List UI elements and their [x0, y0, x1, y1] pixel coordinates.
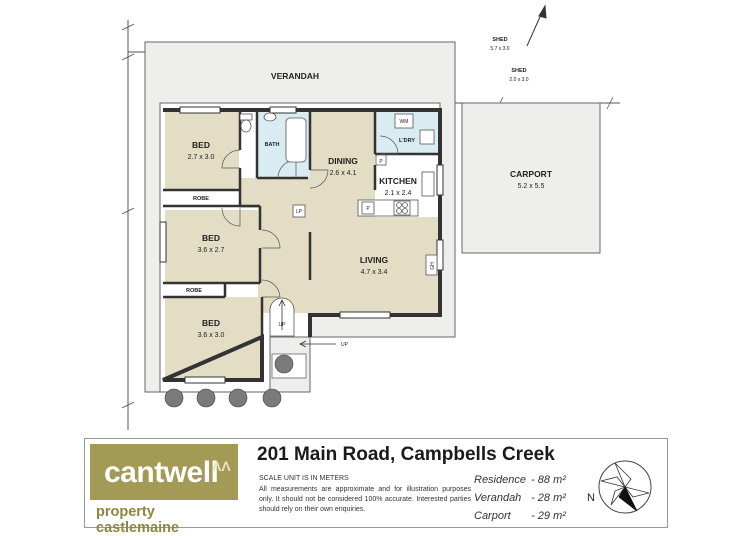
dining-floor — [310, 112, 375, 217]
logo-box: cantwell ΛΛ — [90, 444, 238, 500]
bed1-dim: 2.7 x 3.0 — [188, 154, 215, 161]
bathtub — [285, 117, 307, 163]
washing-machine — [394, 113, 414, 129]
basin — [263, 112, 277, 122]
agency-logo: cantwell ΛΛ property castlemaine — [90, 444, 238, 536]
compass-north-label: N — [587, 492, 595, 504]
kitchen-fixtures — [292, 113, 438, 276]
area-value: - 29 m² — [531, 510, 566, 522]
kitchen-label: KITCHEN — [379, 176, 417, 186]
shrub — [228, 388, 248, 408]
area-value: - 88 m² — [531, 474, 566, 486]
bed1-label: BED — [192, 140, 210, 150]
bed2-floor — [165, 210, 258, 283]
bath-label: BATH — [265, 142, 280, 148]
area-name: Residence — [474, 474, 526, 486]
pantry-label-2: P — [366, 206, 370, 212]
robe1-label: ROBE — [193, 196, 209, 202]
up-label-1: UP — [279, 322, 287, 328]
lp-label: LP — [296, 209, 303, 215]
shrub — [196, 388, 216, 408]
floor-plan: P P WM LP GH UP UP VERANDAH SHED 5.7 x 3… — [121, 4, 620, 430]
verandah-label: VERANDAH — [271, 71, 319, 81]
carport-label: CARPORT — [510, 169, 553, 179]
dining-dim: 2.6 x 4.1 — [330, 170, 357, 177]
bath-fixtures — [239, 112, 307, 163]
area-row-verandah: Verandah - 28 m² — [474, 492, 566, 504]
shed2-dim: 2.0 x 3.0 — [509, 77, 528, 83]
disclaimer-text: All measurements are approximate and for… — [259, 486, 471, 513]
area-value: - 28 m² — [531, 492, 566, 504]
living-floor — [310, 217, 438, 313]
kitchen-dim: 2.1 x 2.4 — [385, 190, 412, 197]
gh-box — [425, 254, 438, 276]
fixture-labels: P P WM LP GH — [296, 119, 436, 270]
laundry-label: L'DRY — [399, 138, 415, 144]
shrub — [164, 388, 184, 408]
bed3-dim: 3.6 x 3.0 — [198, 332, 225, 339]
carport-area — [461, 102, 601, 254]
logo-wordmark: cantwell — [104, 456, 219, 489]
living-label: LIVING — [360, 255, 389, 265]
internal-walls — [163, 110, 440, 337]
pantry-label-1: P — [379, 159, 383, 165]
dining-label: DINING — [328, 156, 358, 166]
scale-note: SCALE UNIT IS IN METERS — [259, 475, 349, 482]
verandah-area — [144, 41, 456, 393]
sink — [421, 171, 435, 197]
area-row-carport: Carport - 29 m² — [474, 510, 566, 522]
shed2-label: SHED — [511, 68, 526, 74]
robe2-floor — [165, 283, 223, 297]
bed3-floor — [165, 297, 262, 378]
room-fills — [165, 112, 438, 378]
pantry-box-1 — [375, 154, 387, 166]
living-dim: 4.7 x 3.4 — [361, 269, 388, 276]
lp-box — [292, 204, 306, 218]
windows — [159, 106, 444, 384]
robe2-label: ROBE — [186, 288, 202, 294]
shrub — [274, 354, 294, 374]
robe1-floor — [165, 191, 239, 205]
pantry-box-2 — [361, 201, 375, 215]
room-labels: VERANDAH SHED 5.7 x 3.0 SHED 2.0 x 3.0 C… — [186, 37, 553, 339]
info-panel: cantwell ΛΛ property castlemaine 201 Mai… — [84, 438, 668, 536]
shrub — [262, 388, 282, 408]
shed1-dim: 5.7 x 3.0 — [490, 46, 509, 52]
shrubs — [164, 354, 294, 408]
wm-label: WM — [400, 119, 409, 125]
area-name: Verandah — [474, 492, 522, 504]
up-label-2: UP — [341, 342, 349, 348]
shed1-label: SHED — [492, 37, 507, 43]
area-name: Carport — [474, 510, 511, 522]
cooktop — [393, 200, 411, 216]
north-arrow — [526, 4, 547, 47]
area-row-residence: Residence - 88 m² — [474, 474, 566, 486]
bed1-floor — [165, 112, 239, 191]
bed3-label: BED — [202, 318, 220, 328]
laundry-tub — [419, 129, 435, 145]
hall-floor — [239, 178, 310, 208]
toilet-cistern — [239, 113, 253, 121]
compass-icon: N — [587, 460, 652, 514]
toilet-bowl — [240, 119, 252, 133]
bed2-dim: 3.6 x 2.7 — [198, 247, 225, 254]
gh-label: GH — [430, 262, 436, 270]
logo-subtitle: property castlemaine — [96, 504, 180, 536]
logo-mark-icon: ΛΛ — [212, 458, 231, 474]
property-address: 201 Main Road, Campbells Creek — [257, 444, 555, 465]
carport-dim: 5.2 x 5.5 — [518, 183, 545, 190]
bed2-label: BED — [202, 233, 220, 243]
